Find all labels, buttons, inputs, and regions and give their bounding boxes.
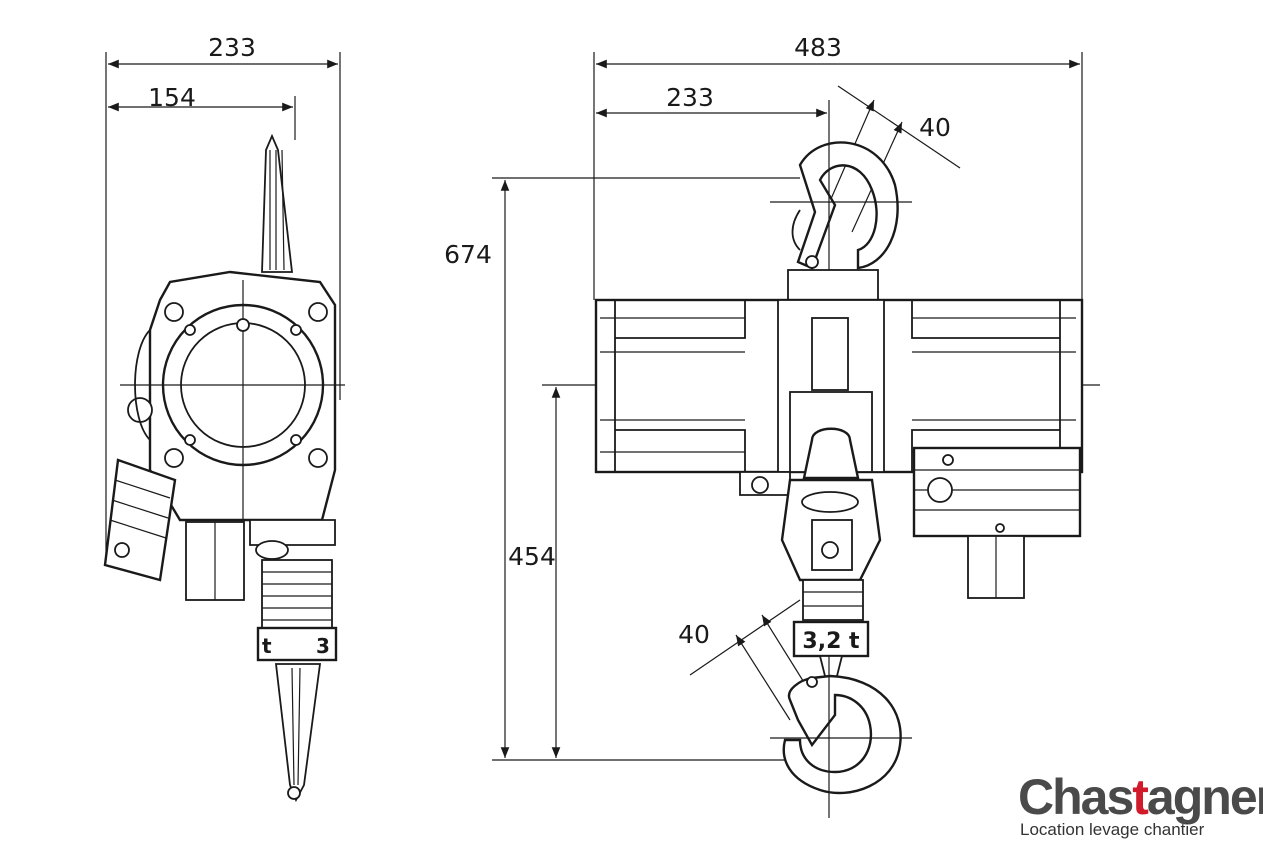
front-load-tag: 3,2 t	[802, 629, 860, 654]
side-lower-block	[185, 519, 336, 601]
front-dim-bottom-hook-label: 40	[678, 620, 710, 649]
front-dim-center-hook-label: 454	[508, 542, 556, 571]
front-dim-height: 674	[444, 177, 800, 761]
front-chain-guide: 3,2 t	[739, 427, 882, 658]
front-dim-offset: 233	[596, 83, 830, 130]
side-load-tag: 3	[316, 634, 330, 658]
logo-tagline: Location levage chantier	[1020, 820, 1205, 839]
front-top-hook	[770, 130, 912, 301]
side-dim-offset: 154	[108, 83, 296, 140]
chastagner-logo: Chastagner Location levage chantier	[1018, 770, 1263, 845]
front-dim-height-label: 674	[444, 240, 492, 269]
front-bottom-hook	[770, 655, 912, 818]
side-top-suspension	[261, 133, 294, 273]
front-dim-width: 483	[593, 33, 1083, 300]
side-chain-guide: t 3	[256, 559, 338, 662]
side-dim-width-label: 233	[208, 33, 256, 62]
side-dim-width: 233	[105, 33, 341, 560]
side-view: 233 154	[103, 33, 345, 803]
side-connector	[103, 458, 177, 582]
logo-wordmark: Chastagner	[1018, 769, 1263, 825]
front-dim-bottom-hook: 40	[678, 599, 816, 721]
side-bottom-hook	[274, 663, 322, 803]
front-view: 483 233 40 674 454	[444, 33, 1100, 818]
side-housing	[120, 270, 345, 540]
front-control-box	[912, 446, 1082, 599]
side-dim-offset-label: 154	[148, 83, 196, 112]
front-dim-offset-label: 233	[666, 83, 714, 112]
front-dim-width-label: 483	[794, 33, 842, 62]
front-dim-top-hook-label: 40	[919, 113, 951, 142]
svg-text:t: t	[262, 634, 272, 658]
